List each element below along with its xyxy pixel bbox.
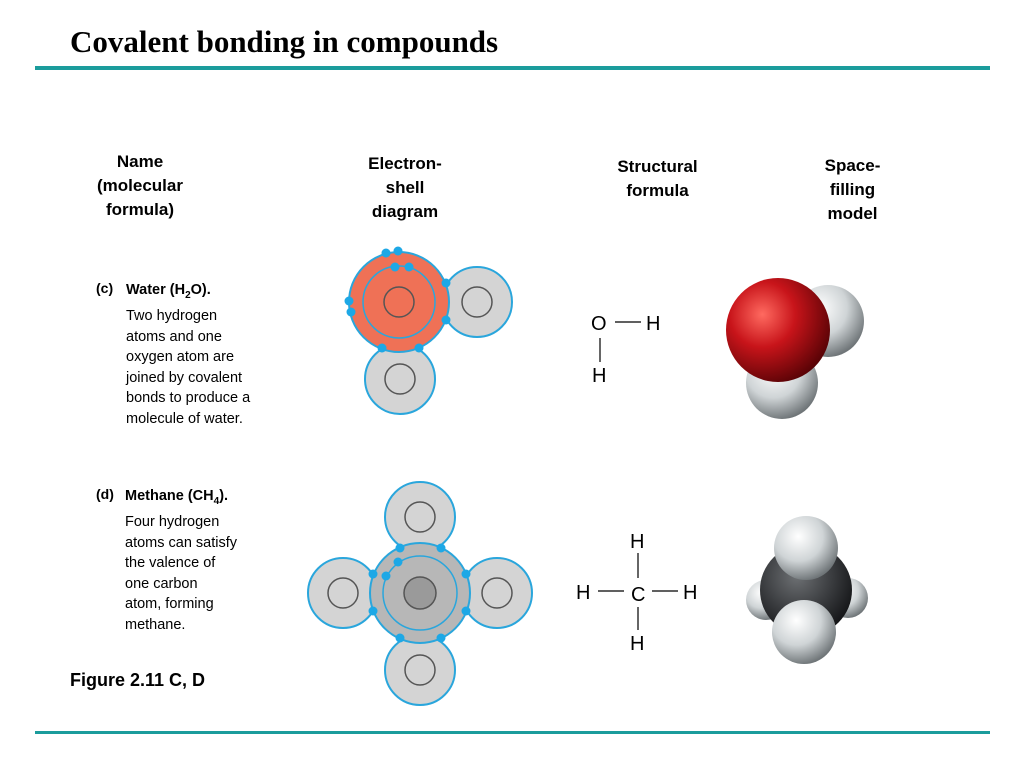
methane-space-filling-model [746,516,868,664]
water-struct-h-bottom: H [592,365,606,387]
methane-electrons [368,543,471,643]
methane-description: Methane (CH4). Four hydrogen atoms can s… [125,488,238,633]
methane-hydrogen-right [461,557,533,629]
methane-struct-h-bottom: H [630,633,644,655]
water-hydrogen-bottom [364,343,436,415]
water-structural-formula: O H H [591,313,660,387]
water-oxygen-atom [348,251,450,353]
water-model-oxygen [726,278,830,382]
water-space-filling-model [726,278,864,419]
slide-title: Covalent bonding in compounds [70,24,499,59]
methane-model-hydrogen-bottom [772,600,836,664]
figure-caption: Figure 2.11 C, D [70,670,206,690]
water-electron-shell-diagram [344,246,513,415]
methane-electron-shell-diagram [307,481,533,706]
bottom-rule [35,731,990,734]
methane-structural-formula: H H C H H [576,531,697,655]
methane-carbon-atom [369,542,471,644]
water-electrons [344,246,451,353]
water-label: (c) [96,280,114,296]
methane-struct-h-top: H [630,531,644,553]
methane-hydrogen-left [307,557,379,629]
water-struct-o: O [591,313,607,335]
methane-hydrogen-bottom [384,634,456,706]
methane-hydrogen-top [384,481,456,553]
methane-struct-h-left: H [576,582,590,604]
water-description: Water (H2O). Two hydrogen atoms and one … [126,282,251,427]
methane-struct-h-right: H [683,582,697,604]
water-hydrogen-right [441,266,513,338]
methane-label: (d) [96,486,114,502]
top-rule [35,66,990,70]
methane-struct-c: C [631,584,645,606]
methane-model-hydrogen-top [774,516,838,580]
water-struct-h-right: H [646,313,660,335]
